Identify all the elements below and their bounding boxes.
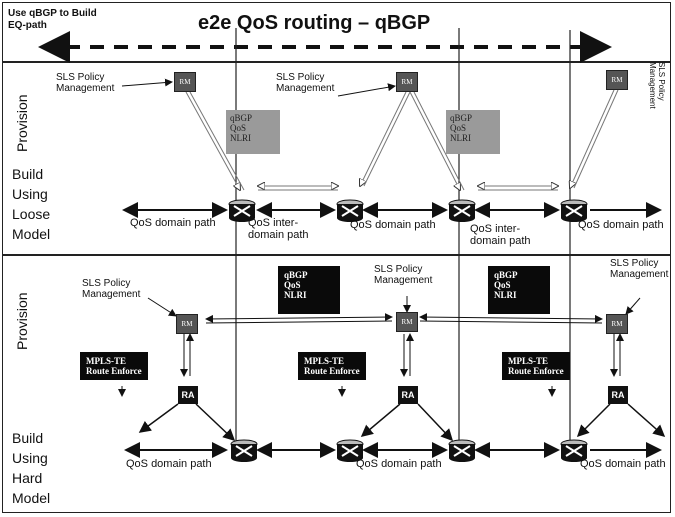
rm-node: RM xyxy=(396,72,418,92)
ra-node: RA xyxy=(398,386,418,404)
rm-node: RM xyxy=(606,70,628,90)
ra-node: RA xyxy=(178,386,198,404)
section-divider xyxy=(2,254,671,256)
sls-arrow-2 xyxy=(337,83,396,97)
rm-node: RM xyxy=(176,314,198,334)
bottom-provision-label: Provision xyxy=(14,292,30,350)
bottom-domain-path-3: QoS domain path xyxy=(580,458,666,470)
top-domain-path-1: QoS domain path xyxy=(130,217,216,229)
bottom-domain-path-2: QoS domain path xyxy=(356,458,442,470)
router-icons xyxy=(228,199,588,462)
top-provision-label: Provision xyxy=(14,94,30,152)
page-title: e2e QoS routing – qBGP xyxy=(198,12,431,34)
bottom-domain-path-1: QoS domain path xyxy=(126,458,212,470)
top-domain-path-2: QoS domain path xyxy=(350,219,436,231)
top-inter-domain-1: QoS inter-domain path xyxy=(248,217,309,241)
sls-arrow-1 xyxy=(121,78,173,87)
rm-node: RM xyxy=(606,314,628,334)
top-domain-path-3: QoS domain path xyxy=(578,219,664,231)
rm-node: RM xyxy=(174,72,196,92)
top-inter-domain-2: QoS inter-domain path xyxy=(470,223,531,247)
ra-node: RA xyxy=(608,386,628,404)
rm-node: RM xyxy=(396,312,418,332)
diagram-frame xyxy=(2,2,671,513)
